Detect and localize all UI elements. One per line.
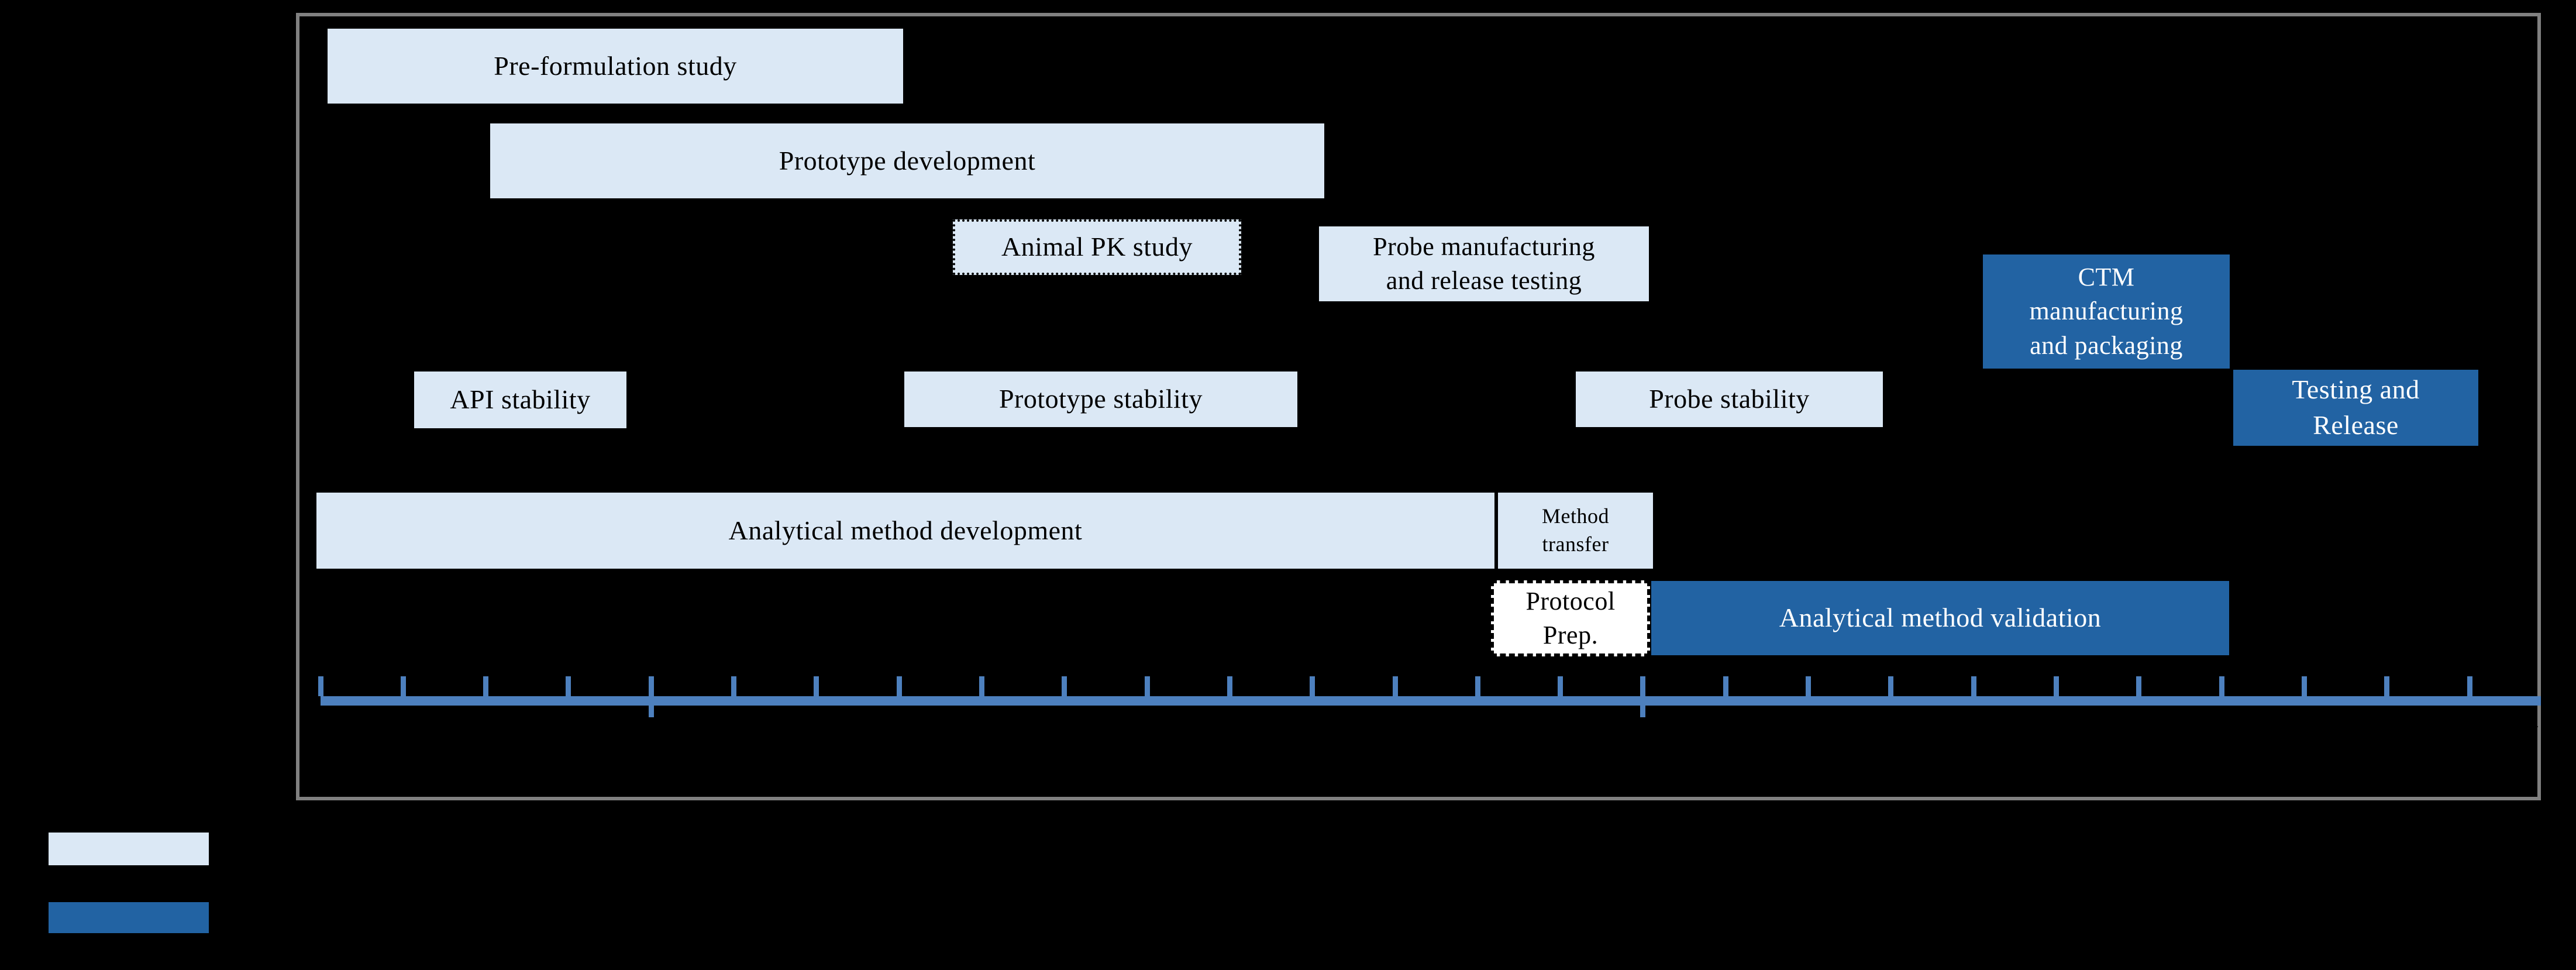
task-label: Release	[2313, 410, 2399, 440]
task-label: Animal PK study	[1001, 232, 1193, 262]
task-label: CTM	[2078, 263, 2135, 292]
task-bar-analytical-method-validation: Analytical method validation	[1651, 581, 2229, 655]
timeline-tick	[1145, 676, 1150, 696]
task-bar-method-transfer: Method transfer	[1494, 493, 1653, 569]
timeline-tick	[483, 676, 488, 696]
task-label: Method	[1542, 504, 1609, 528]
timeline-tick	[2136, 676, 2141, 696]
timeline-tick	[1971, 676, 1976, 696]
timeline-tick	[1806, 676, 1811, 696]
timeline-tick	[1310, 676, 1315, 696]
task-bar-probe-stability: Probe stability	[1576, 372, 1883, 427]
timeline-tick	[1558, 676, 1563, 696]
task-label: manufacturing	[2029, 297, 2184, 326]
timeline-tick	[1062, 676, 1067, 696]
task-bar-prototype-development: Prototype development	[490, 123, 1324, 198]
timeline-tick	[979, 676, 984, 696]
task-label: and packaging	[2030, 331, 2183, 360]
task-label: Pre-formulation study	[494, 50, 737, 81]
timeline-tick	[2054, 676, 2059, 696]
timeline-tick	[1227, 676, 1232, 696]
task-label: Probe manufacturing	[1373, 232, 1595, 261]
timeline-tick	[814, 676, 819, 696]
task-bar-api-stability: API stability	[414, 372, 626, 428]
timeline-tick	[1475, 676, 1480, 696]
legend-dark-swatch	[49, 902, 209, 933]
timeline-tick	[318, 676, 323, 696]
task-bar-animal-pk-study: Animal PK study	[953, 219, 1241, 275]
timeline-tick	[2384, 676, 2389, 696]
task-label: API stability	[450, 384, 591, 415]
timeline-tick	[1723, 676, 1728, 696]
task-bar-probe-manufacturing-and-release-testing: Probe manufacturing and release testing	[1319, 226, 1649, 301]
task-label: and release testing	[1386, 266, 1582, 295]
task-label: Prototype stability	[998, 384, 1203, 414]
task-label: Analytical method validation	[1779, 603, 2102, 633]
timeline-bar	[321, 696, 2541, 706]
timeline-tick	[897, 676, 902, 696]
timeline-major-tick	[649, 676, 654, 717]
task-bar-analytical-method-development: Analytical method development	[316, 493, 1494, 569]
timeline-tick	[1393, 676, 1398, 696]
legend-light-swatch	[49, 833, 209, 865]
timeline-major-tick	[1640, 676, 1645, 717]
timeline-tick	[2467, 676, 2472, 696]
task-label: Testing and	[2292, 374, 2420, 405]
task-label: Prototype development	[779, 145, 1036, 176]
task-label: Protocol	[1525, 586, 1616, 615]
task-label: Prep.	[1542, 621, 1599, 649]
task-bar-ctm-manufacturing-and-packaging: CTM manufacturing and packaging	[1983, 254, 2230, 369]
task-bar-prototype-stability: Prototype stability	[904, 372, 1297, 427]
timeline-tick	[1888, 676, 1893, 696]
task-label: transfer	[1542, 532, 1609, 556]
timeline-tick	[731, 676, 736, 696]
timeline-tick	[566, 676, 571, 696]
timeline-tick	[401, 676, 406, 696]
timeline-tick	[2219, 676, 2224, 696]
task-label: Probe stability	[1649, 384, 1810, 414]
task-bar-pre-formulation-study: Pre-formulation study	[328, 29, 903, 104]
task-label: Analytical method development	[728, 515, 1083, 545]
chart-frame	[296, 13, 2541, 800]
timeline-tick	[2302, 676, 2307, 696]
